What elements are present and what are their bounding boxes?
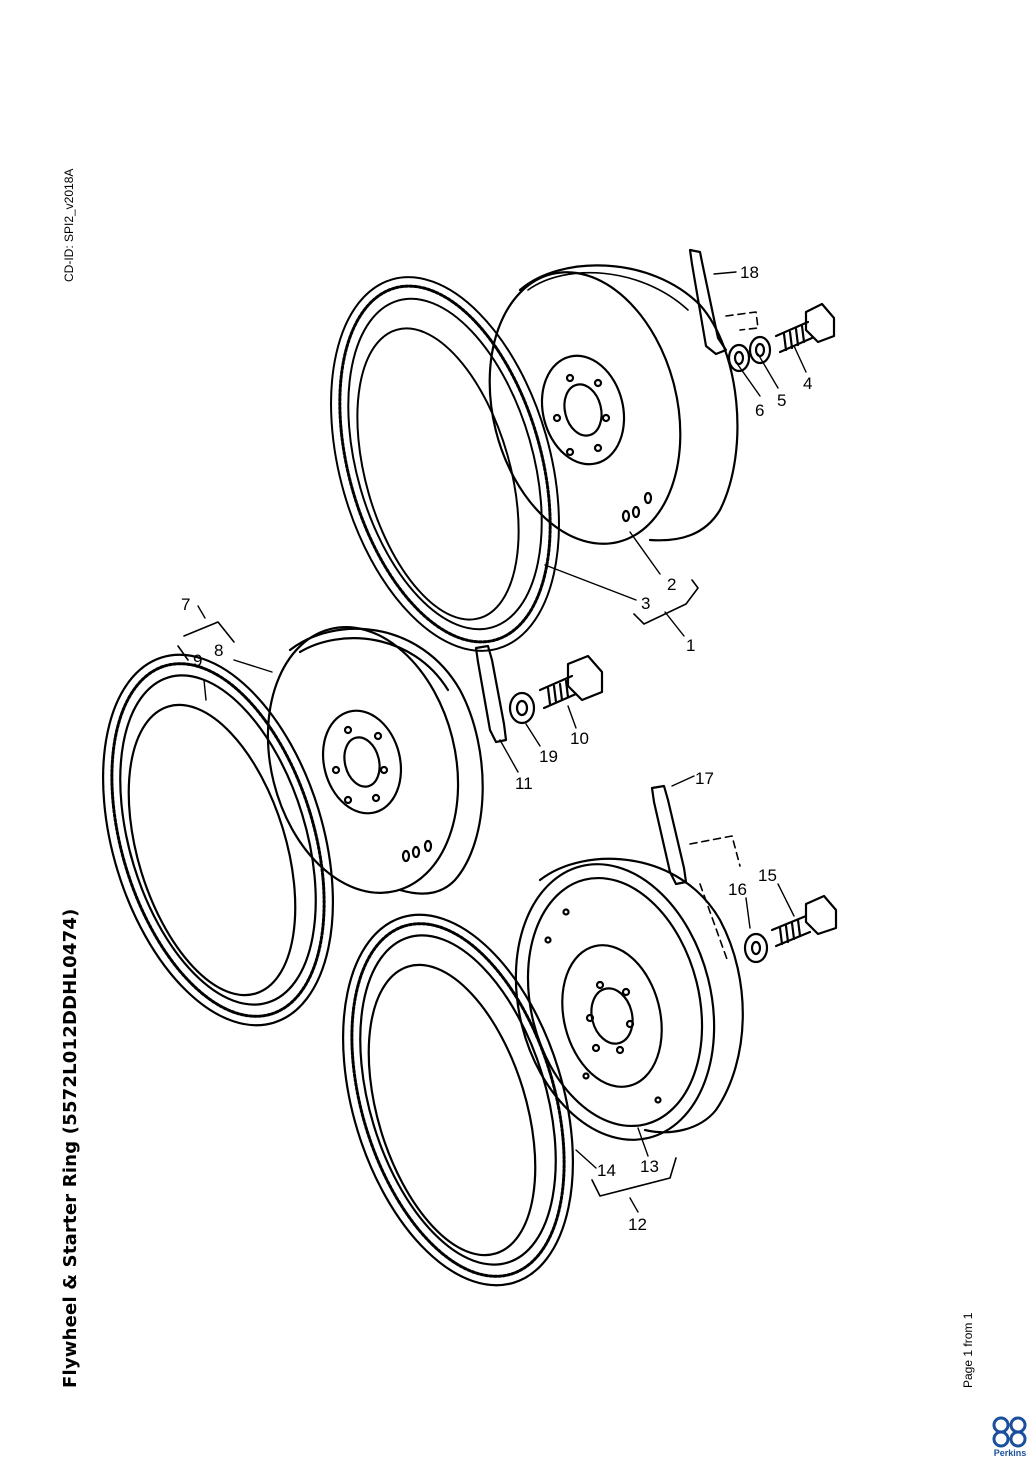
- flywheel-8: [266, 626, 484, 895]
- flywheel-assembly-12: [342, 784, 838, 1287]
- callout-1: 1: [686, 636, 695, 655]
- starter-ring-3: [330, 276, 560, 652]
- flywheel-2: [488, 264, 739, 545]
- callout-15: 15: [758, 866, 777, 885]
- callout-14: 14: [597, 1161, 616, 1180]
- callout-17: 17: [695, 769, 714, 788]
- leader-lines: [197, 271, 807, 1213]
- perkins-logo-icon: [992, 1416, 1027, 1448]
- starter-ring-9: [102, 653, 334, 1027]
- callout-13: 13: [640, 1157, 659, 1176]
- callout-12: 12: [628, 1215, 647, 1234]
- callout-4: 4: [803, 374, 812, 393]
- callout-7: 7: [181, 595, 190, 614]
- lock-plate-18: [688, 248, 728, 356]
- callout-6: 6: [755, 401, 764, 420]
- callout-2: 2: [667, 575, 676, 594]
- callout-9: 9: [193, 651, 202, 670]
- washer-19: [508, 691, 536, 725]
- callout-8: 8: [214, 641, 223, 660]
- washer-16: [743, 932, 769, 964]
- callout-18: 18: [740, 263, 759, 282]
- lock-plate-11: [474, 644, 508, 744]
- flywheel-assembly-1: [330, 248, 836, 652]
- callout-19: 19: [539, 747, 558, 766]
- starter-ring-14: [342, 913, 574, 1287]
- callout-5: 5: [777, 391, 786, 410]
- lock-plate-17: [650, 784, 688, 886]
- flywheel-13: [514, 857, 744, 1141]
- callout-labels: 1 2 3 4 5 6 7 8 9 10 11 12 13 14 15 16 1…: [181, 263, 812, 1234]
- callout-10: 10: [570, 729, 589, 748]
- callout-3: 3: [641, 594, 650, 613]
- brand-name: Perkins: [993, 1448, 1027, 1458]
- callout-16: 16: [728, 880, 747, 899]
- washer-5: [748, 335, 772, 365]
- flywheel-assembly-7: [102, 621, 604, 1027]
- bolt-4: [774, 302, 836, 354]
- callout-11: 11: [515, 774, 533, 793]
- washer-6: [727, 343, 751, 373]
- bolt-10: [538, 654, 604, 710]
- bolt-15: [770, 894, 838, 948]
